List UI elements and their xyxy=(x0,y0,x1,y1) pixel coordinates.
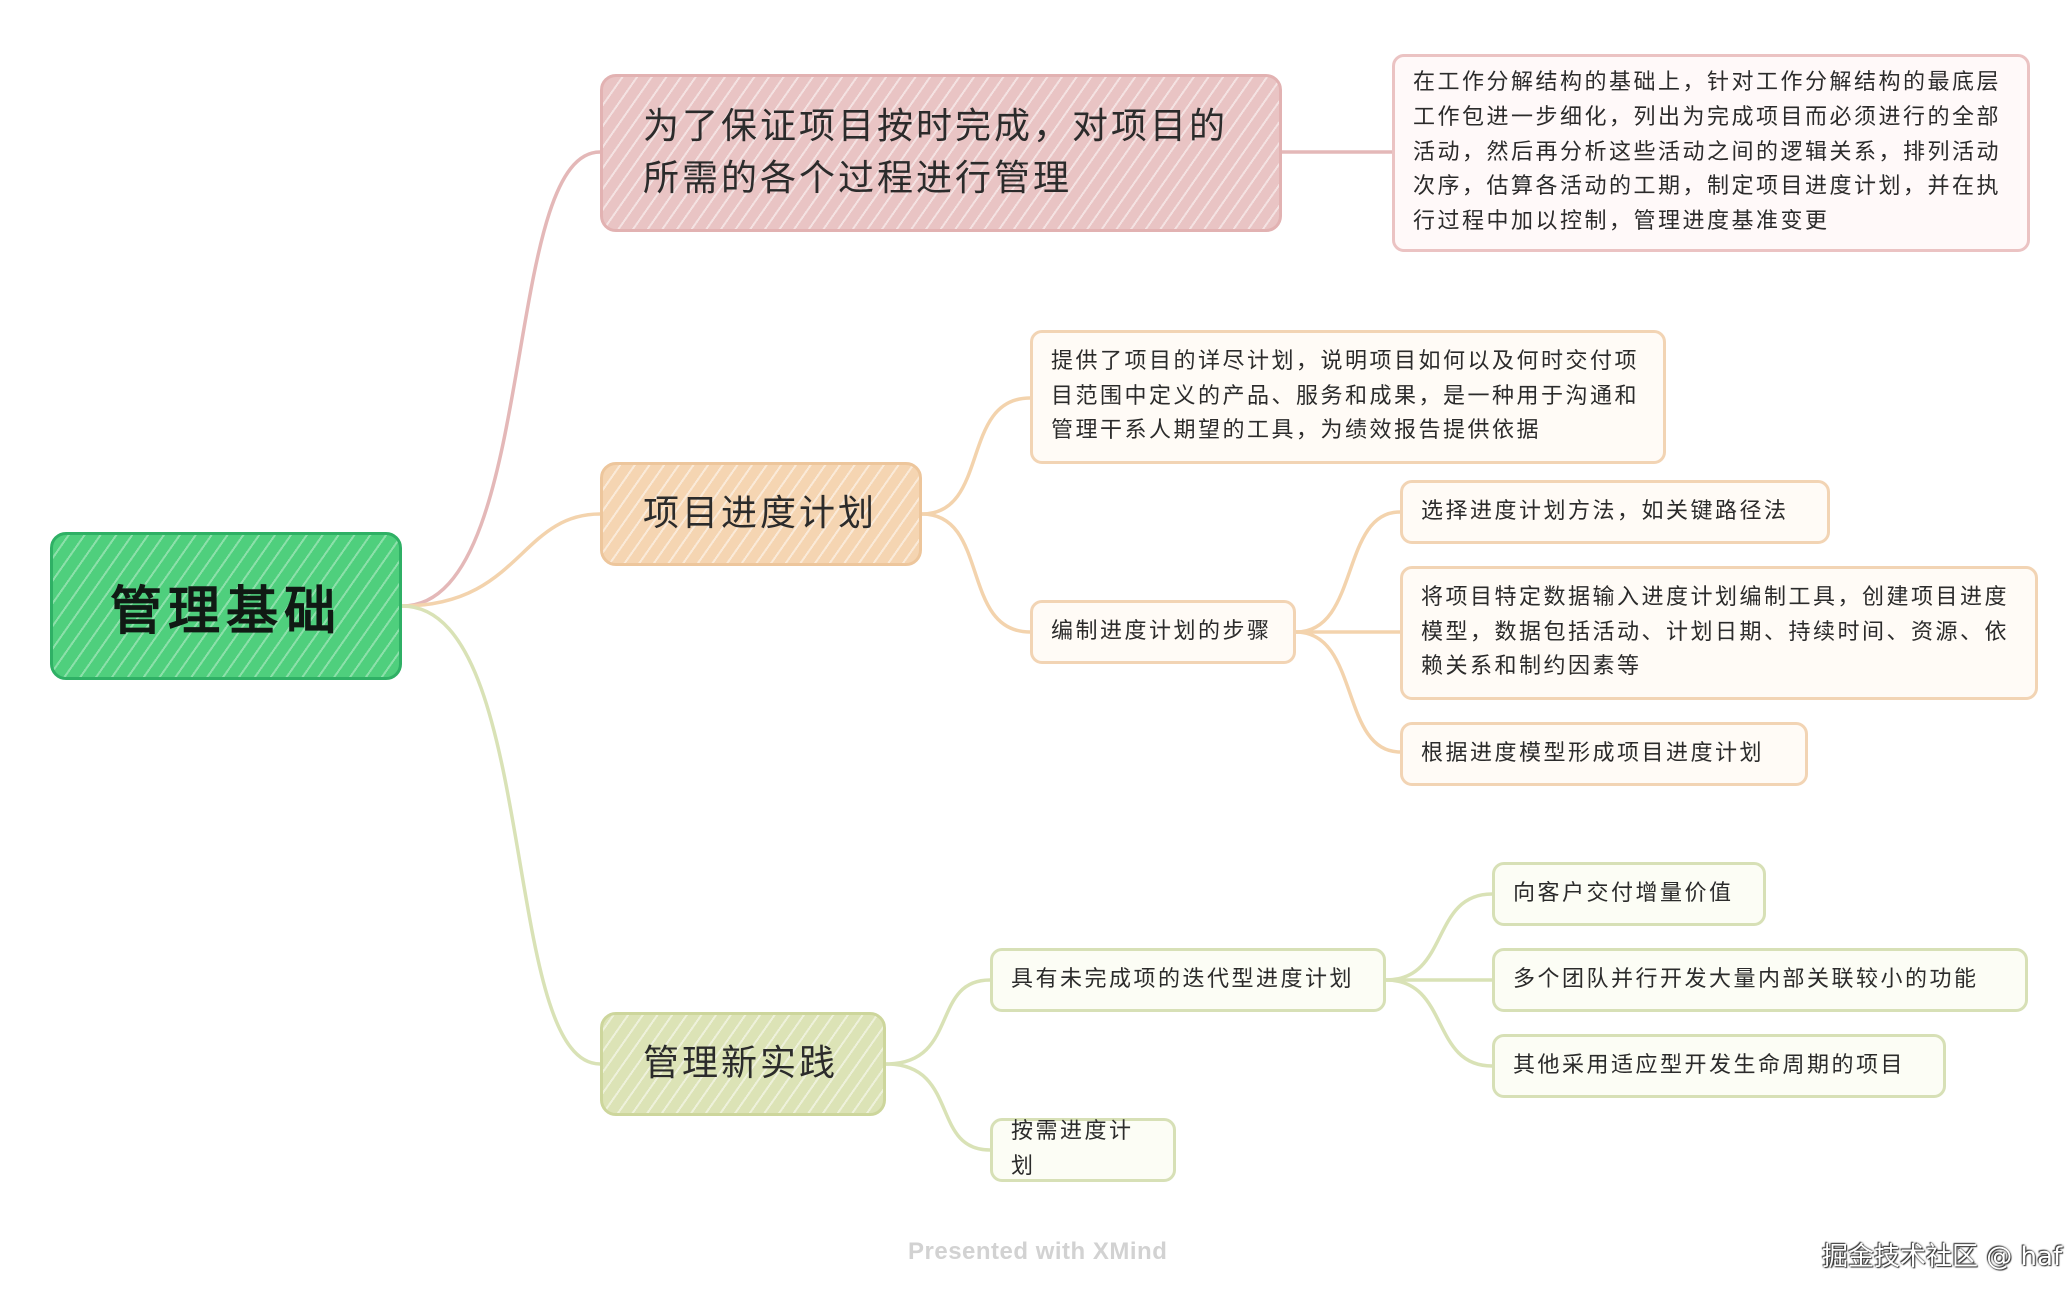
link-branch2-steps xyxy=(920,512,1032,634)
topic-label: 为了保证项目按时完成，对项目的 所需的各个过程进行管理 xyxy=(643,101,1228,205)
topic-label: 项目进度计划 xyxy=(643,492,878,534)
subtopic-scheduling-steps[interactable]: 编制进度计划的步骤 xyxy=(1030,600,1296,664)
link-iterative-item1 xyxy=(1384,892,1494,982)
item-parallel-teams[interactable]: 多个团队并行开发大量内部关联较小的功能 xyxy=(1492,948,2028,1012)
subtopic-iterative-schedule[interactable]: 具有未完成项的迭代型进度计划 xyxy=(990,948,1386,1012)
topic-label-line-1: 为了保证项目按时完成，对项目的 xyxy=(643,105,1229,147)
link-branch2-description xyxy=(920,396,1032,516)
subtopic-text: 提供了项目的详尽计划，说明项目如何以及何时交付项目范围中定义的产品、服务和成果，… xyxy=(1051,348,1640,444)
item-adaptive-lifecycle[interactable]: 其他采用适应型开发生命周期的项目 xyxy=(1492,1034,1946,1098)
step-text: 根据进度模型形成项目进度计划 xyxy=(1421,740,1765,766)
item-incremental-value[interactable]: 向客户交付增量价值 xyxy=(1492,862,1766,926)
subtopic-schedule-description[interactable]: 提供了项目的详尽计划，说明项目如何以及何时交付项目范围中定义的产品、服务和成果，… xyxy=(1030,330,1666,464)
link-root-branch3 xyxy=(400,604,602,1066)
item-text: 其他采用适应型开发生命周期的项目 xyxy=(1513,1052,1906,1078)
item-text: 多个团队并行开发大量内部关联较小的功能 xyxy=(1513,966,1979,992)
link-iterative-item3 xyxy=(1384,978,1494,1068)
topic-label-line-2: 所需的各个过程进行管理 xyxy=(643,158,1073,199)
link-branch3-iterative xyxy=(884,978,992,1066)
subtopic-text: 具有未完成项的迭代型进度计划 xyxy=(1011,966,1355,992)
step-text: 选择进度计划方法，如关键路径法 xyxy=(1421,498,1789,524)
step-text: 将项目特定数据输入进度计划编制工具，创建项目进度模型，数据包括活动、计划日期、持… xyxy=(1421,584,2010,680)
topic-project-schedule[interactable]: 项目进度计划 xyxy=(600,462,922,566)
topic-label: 管理新实践 xyxy=(643,1042,839,1084)
topic-schedule-management-purpose[interactable]: 为了保证项目按时完成，对项目的 所需的各个过程进行管理 xyxy=(600,74,1282,232)
link-root-branch1 xyxy=(400,150,602,608)
subtopic-on-demand-schedule[interactable]: 按需进度计划 xyxy=(990,1118,1176,1182)
step-form-schedule[interactable]: 根据进度模型形成项目进度计划 xyxy=(1400,722,1808,786)
root-topic-label: 管理基础 xyxy=(109,581,342,642)
topic-new-practices[interactable]: 管理新实践 xyxy=(600,1012,886,1116)
note-schedule-management-definition[interactable]: 在工作分解结构的基础上，针对工作分解结构的最底层工作包进一步细化，列出为完成项目… xyxy=(1392,54,2030,252)
presented-with-footer: Presented with XMind xyxy=(908,1238,1168,1265)
item-text: 向客户交付增量价值 xyxy=(1513,880,1734,906)
link-branch3-ondemand xyxy=(884,1062,992,1152)
step-build-model[interactable]: 将项目特定数据输入进度计划编制工具，创建项目进度模型，数据包括活动、计划日期、持… xyxy=(1400,566,2038,700)
link-steps-item1 xyxy=(1294,510,1402,634)
subtopic-text: 按需进度计划 xyxy=(1011,1119,1134,1179)
link-root-branch2 xyxy=(400,512,602,608)
root-topic[interactable]: 管理基础 xyxy=(50,532,402,680)
note-text: 在工作分解结构的基础上，针对工作分解结构的最底层工作包进一步细化，列出为完成项目… xyxy=(1413,70,2002,235)
source-watermark: 掘金技术社区 @ haf xyxy=(1822,1242,2063,1272)
subtopic-text: 编制进度计划的步骤 xyxy=(1051,618,1272,644)
step-select-method[interactable]: 选择进度计划方法，如关键路径法 xyxy=(1400,480,1830,544)
link-steps-item3 xyxy=(1294,630,1402,754)
